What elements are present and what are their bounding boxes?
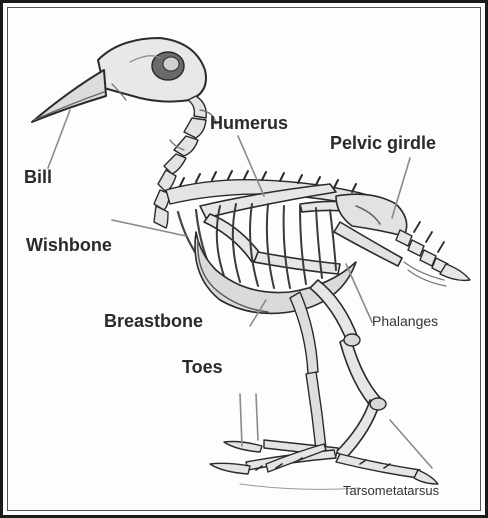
label-toes: Toes xyxy=(182,358,223,376)
label-pelvic-girdle: Pelvic girdle xyxy=(330,134,436,152)
tarsometatarsus-leader xyxy=(390,420,432,468)
foot-shadow xyxy=(240,484,360,489)
label-tarsometatarsus: Tarsometatarsus xyxy=(343,484,439,497)
label-humerus: Humerus xyxy=(210,114,288,132)
feet-toes xyxy=(210,440,438,484)
skull xyxy=(98,38,206,102)
tail-vertebrae xyxy=(396,222,470,280)
rib-cage xyxy=(217,204,336,288)
bill-leader xyxy=(48,110,70,168)
toes-leader-a xyxy=(240,394,242,446)
label-breastbone: Breastbone xyxy=(104,312,203,330)
phalanges-leader xyxy=(346,264,372,322)
toes-leader-b xyxy=(256,394,258,440)
label-wishbone: Wishbone xyxy=(26,236,112,254)
wishbone-leader xyxy=(112,220,186,236)
label-phalanges: Phalanges xyxy=(372,314,438,328)
label-bill: Bill xyxy=(24,168,52,186)
second-leg-bones xyxy=(290,292,326,450)
